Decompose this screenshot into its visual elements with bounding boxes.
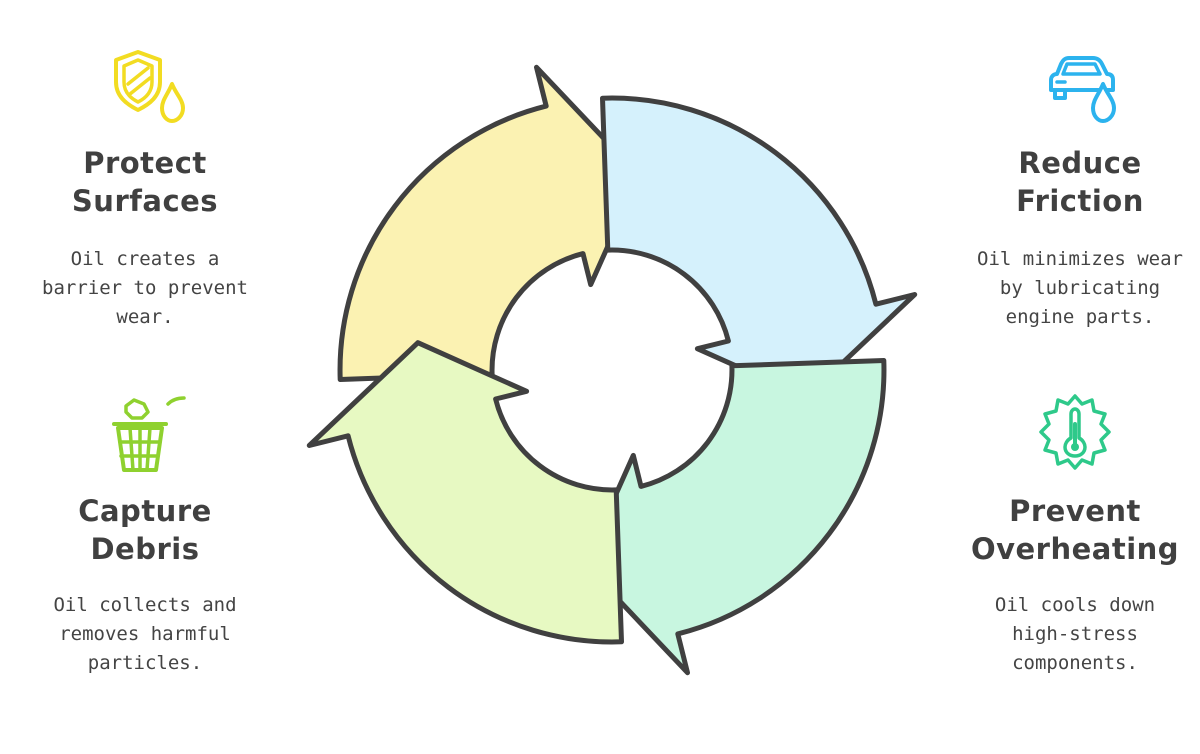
protect-title-line-2: Surfaces: [71, 184, 219, 218]
prevent-title-line-1: Prevent: [1009, 494, 1141, 528]
cycle-arrow-prevent: [582, 358, 887, 676]
capture-desc-line-3: particles.: [87, 652, 203, 674]
reduce-title-line-1: Reduce: [1018, 146, 1142, 180]
trash-bin-icon: [112, 396, 186, 472]
cycle-arrow-reduce: [600, 95, 918, 400]
section-prevent-overheating: Prevent Overheating Oil cools down high-…: [955, 385, 1195, 685]
reduce-friction-title: Reduce Friction: [955, 144, 1200, 220]
protect-desc-line-2: barrier to prevent: [42, 277, 248, 299]
reduce-desc-line-2: by lubricating: [999, 277, 1161, 299]
capture-debris-title: Capture Debris: [20, 492, 270, 568]
section-capture-debris: Capture Debris Oil collects and removes …: [20, 385, 270, 685]
cycle-diagram: [306, 64, 918, 676]
prevent-overheating-title: Prevent Overheating: [955, 492, 1195, 568]
protect-title-line-1: Protect: [83, 146, 207, 180]
reduce-title-line-2: Friction: [1016, 184, 1144, 218]
prevent-desc-line-3: components.: [1012, 652, 1138, 674]
capture-desc-line-2: removes harmful: [59, 623, 231, 645]
section-protect-surfaces: Protect Surfaces Oil creates a barrier t…: [20, 40, 270, 340]
capture-debris-description: Oil collects and removes harmful particl…: [20, 591, 270, 678]
cycle-arrow-capture: [306, 340, 624, 645]
reduce-friction-description: Oil minimizes wear by lubricating engine…: [955, 245, 1200, 332]
protect-surfaces-title: Protect Surfaces: [20, 144, 270, 220]
capture-title-line-1: Capture: [78, 494, 212, 528]
shield-drop-icon: [114, 50, 185, 123]
protect-surfaces-description: Oil creates a barrier to prevent wear.: [20, 245, 270, 332]
protect-desc-line-1: Oil creates a: [70, 248, 220, 270]
reduce-desc-line-3: engine parts.: [1005, 306, 1155, 328]
reduce-desc-line-1: Oil minimizes wear: [977, 248, 1183, 270]
prevent-overheating-description: Oil cools down high-stress components.: [955, 591, 1195, 678]
prevent-title-line-2: Overheating: [970, 532, 1180, 566]
prevent-desc-line-2: high-stress: [1012, 623, 1138, 645]
thermometer-gear-icon: [1039, 394, 1111, 470]
capture-title-line-2: Debris: [90, 532, 200, 566]
protect-desc-line-3: wear.: [116, 306, 174, 328]
capture-desc-line-1: Oil collects and: [53, 594, 237, 616]
cycle-arrow-protect: [337, 64, 642, 382]
car-drop-icon: [1049, 56, 1116, 123]
prevent-desc-line-1: Oil cools down: [994, 594, 1156, 616]
section-reduce-friction: Reduce Friction Oil minimizes wear by lu…: [955, 40, 1200, 340]
